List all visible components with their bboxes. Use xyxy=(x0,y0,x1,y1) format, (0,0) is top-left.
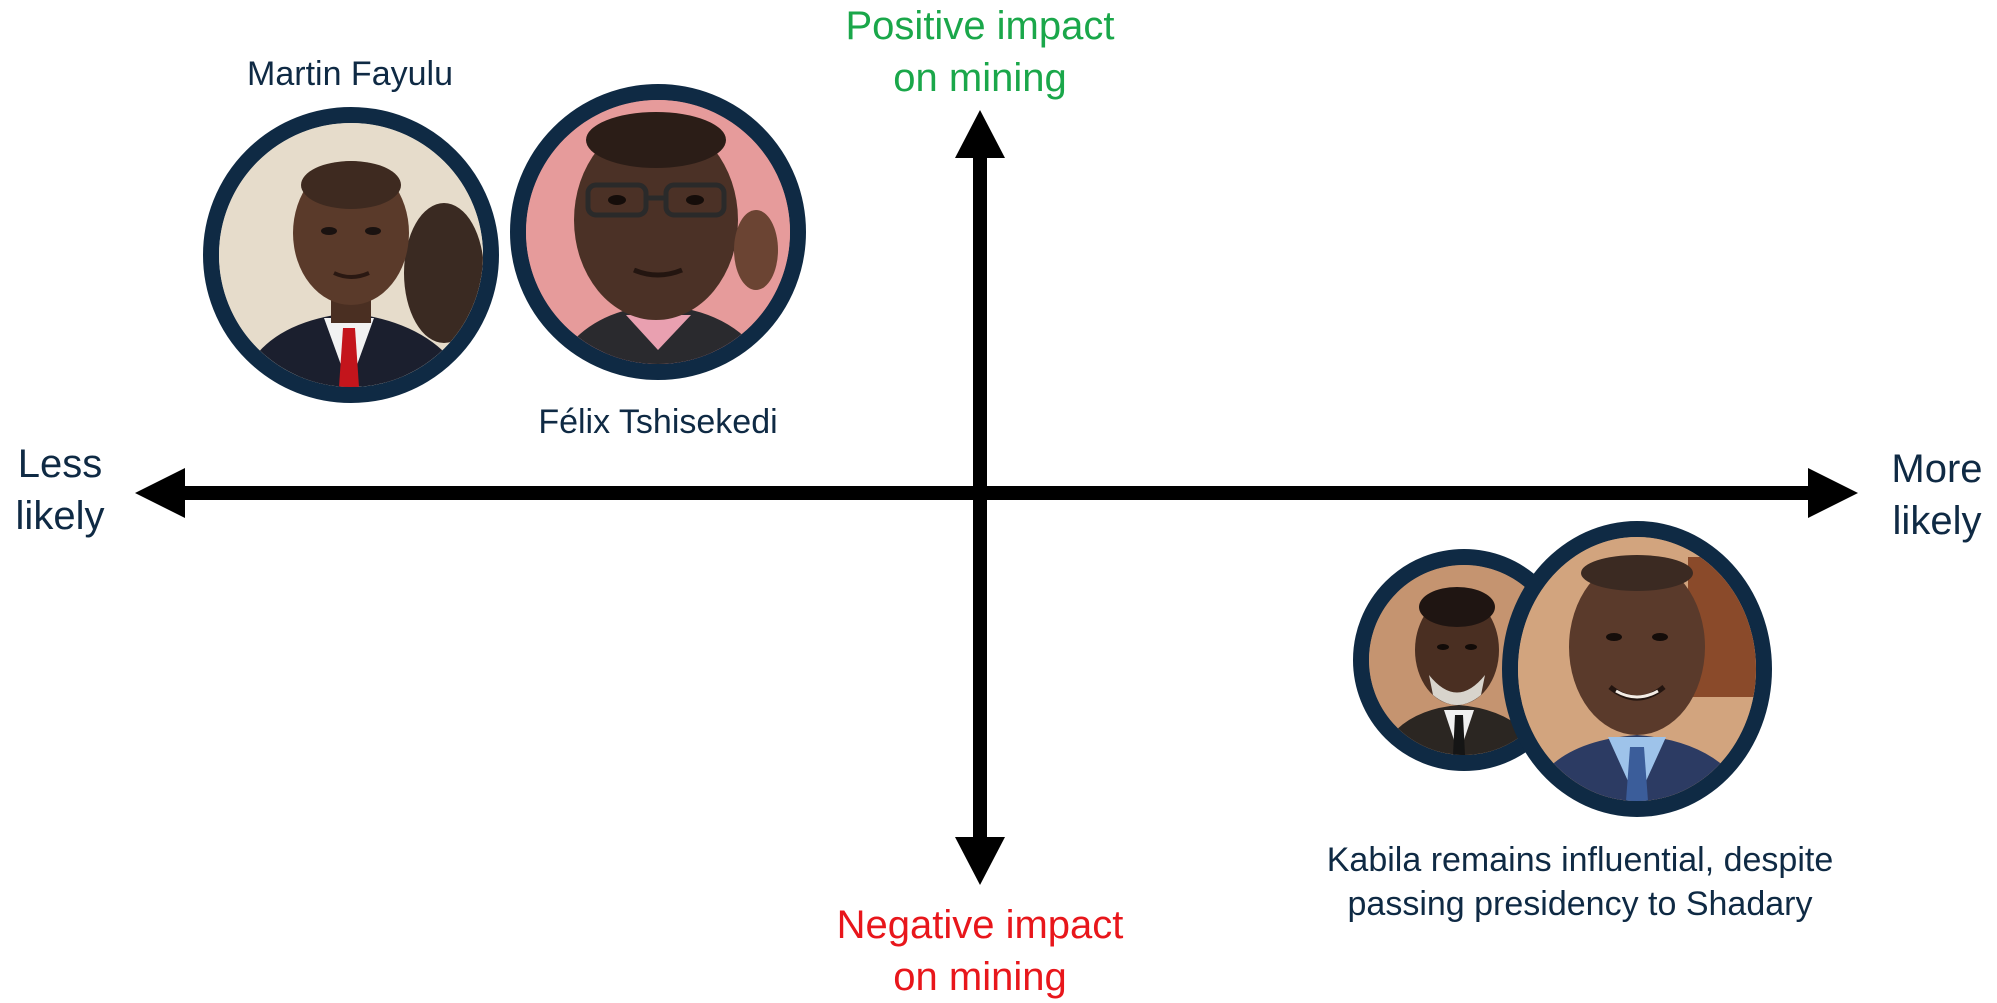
kabila-shadary-caption-line1: Kabila remains influential, despite xyxy=(1326,841,1834,879)
right-arrowhead xyxy=(1808,468,1858,518)
tshisekedi-photo xyxy=(526,100,790,364)
kabila-shadary-caption-line2: passing presidency to Shadary xyxy=(1347,885,1813,924)
right-axis-label-line1: More xyxy=(1891,447,1983,491)
top-axis-label-line2: on mining xyxy=(893,56,1067,100)
bottom-axis-label-line2: on mining xyxy=(893,955,1067,999)
right-axis-label: More likely xyxy=(1877,443,1997,547)
fayulu-portrait xyxy=(203,107,499,403)
bottom-arrowhead xyxy=(955,837,1005,885)
fayulu-name-label: Martin Fayulu xyxy=(247,55,453,93)
tshisekedi-portrait xyxy=(510,84,806,380)
kabila-shadary-caption: Kabila remains influential, despite pass… xyxy=(1230,838,1930,926)
kabila-photo xyxy=(1369,565,1559,755)
top-axis-label-line1: Positive impact xyxy=(845,4,1115,48)
left-axis-label: Less likely xyxy=(0,438,120,542)
shadary-photo xyxy=(1518,537,1756,801)
tshisekedi-name-label: Félix Tshisekedi xyxy=(538,403,778,441)
left-axis-label-line2: likely xyxy=(15,494,105,538)
right-axis-label-line2: likely xyxy=(1892,499,1982,543)
shadary-portrait xyxy=(1502,521,1772,817)
left-axis-label-line1: Less xyxy=(17,442,103,486)
top-arrowhead xyxy=(955,110,1005,158)
bottom-axis-label: Negative impact on mining xyxy=(780,899,1180,1003)
fayulu-photo xyxy=(219,123,483,387)
left-arrowhead xyxy=(135,468,185,518)
bottom-axis-label-line1: Negative impact xyxy=(836,903,1124,947)
top-axis-label: Positive impact on mining xyxy=(780,0,1180,104)
